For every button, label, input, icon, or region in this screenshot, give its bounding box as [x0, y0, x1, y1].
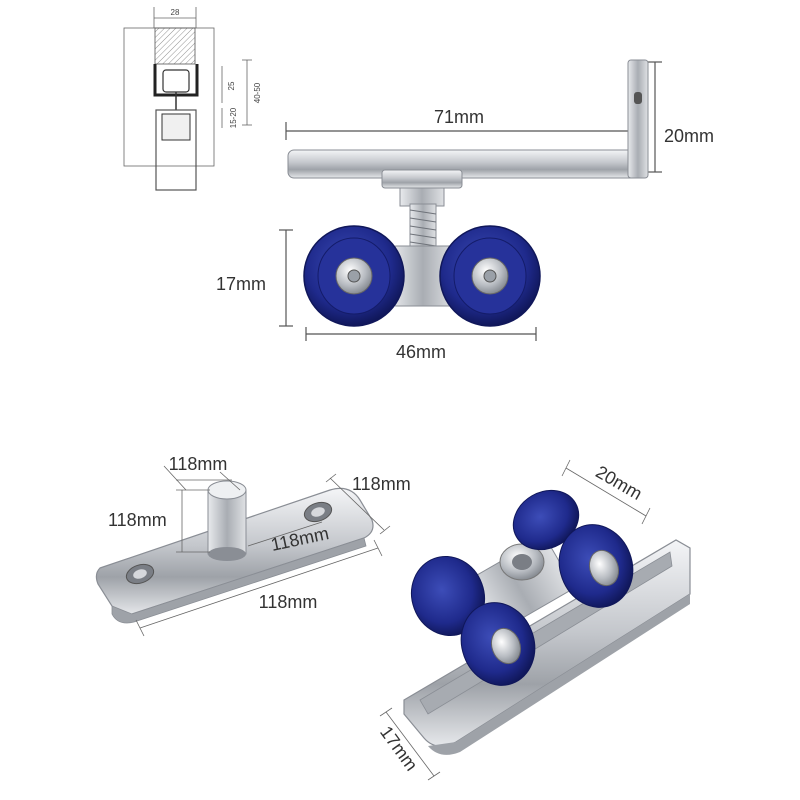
guide-pin	[207, 489, 247, 555]
plate-length-label: 118mm	[259, 592, 318, 612]
carriage-depth-label: 17mm	[376, 722, 422, 774]
hex-nut	[399, 187, 445, 207]
cross-section-drawing: 28 25 40-50 15-20	[123, 7, 262, 191]
door-bracket	[161, 113, 191, 141]
cross-section-height-label: 25	[227, 81, 236, 90]
pin-height-label: 118mm	[108, 510, 167, 530]
end-bracket	[627, 59, 649, 179]
cross-section-width-label: 28	[171, 8, 180, 17]
carriage-wheel-back-left	[512, 489, 580, 551]
bottom-guide-plate: 118mm 118mm 118mm 118mm 118mm	[95, 454, 411, 637]
cross-section-range-label: 40-50	[253, 82, 262, 103]
bracket-slot	[634, 92, 642, 104]
top-roller-assembly: 71mm 20mm	[216, 59, 714, 362]
rod-height-label: 20mm	[664, 126, 714, 146]
carriage-wheel-front-right	[460, 602, 536, 686]
cross-section-gap-label: 15-20	[229, 107, 238, 128]
door-panel-outline	[155, 109, 197, 191]
left-wheel	[303, 225, 405, 327]
wheel-span-label: 46mm	[396, 342, 446, 362]
plate-width-label: 118mm	[352, 474, 411, 494]
pin-top-dimension-label: 118mm	[169, 454, 228, 474]
carriage-depth-dimension-line	[385, 711, 435, 777]
track-hatch	[154, 27, 196, 65]
mount-nut	[381, 169, 463, 189]
rod	[287, 149, 649, 179]
carriage-width-dimension-line	[565, 467, 647, 517]
pin-top	[207, 480, 247, 500]
carriage-width-label: 20mm	[592, 462, 645, 504]
wheel-height-label: 17mm	[216, 274, 266, 294]
carriage-wheel-back-right	[558, 524, 634, 608]
rod-length-label: 71mm	[434, 107, 484, 127]
carriage-assembly: 20mm 17mm	[376, 459, 691, 781]
roller-outline	[162, 69, 190, 93]
right-wheel	[439, 225, 541, 327]
